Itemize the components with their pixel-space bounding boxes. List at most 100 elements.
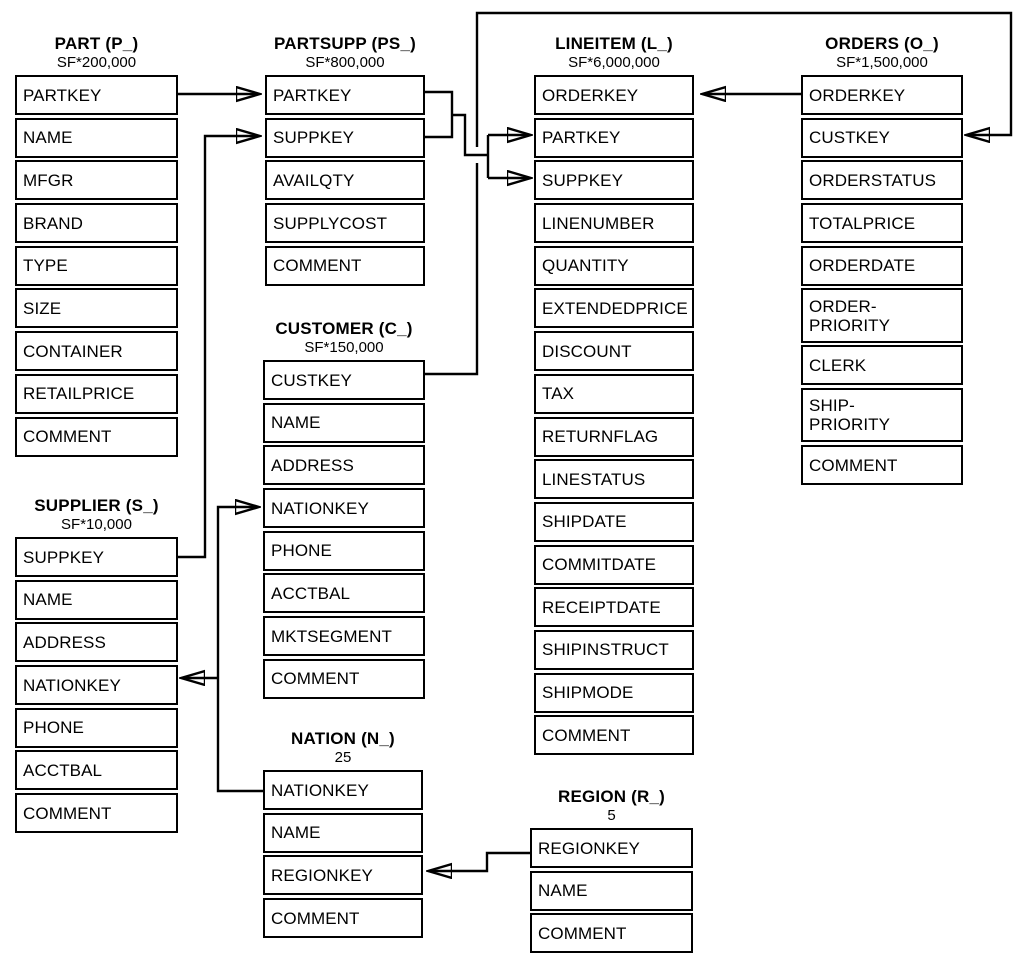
column-comment: COMMENT bbox=[15, 793, 178, 834]
column-quantity: QUANTITY bbox=[534, 245, 694, 286]
wire-supplier-suppkey-to-partsupp bbox=[178, 136, 259, 559]
column-order-priority: ORDER- PRIORITY bbox=[801, 288, 963, 343]
column-partkey: PARTKEY bbox=[15, 75, 178, 115]
column-phone: PHONE bbox=[15, 707, 178, 748]
column-partkey: PARTKEY bbox=[534, 117, 694, 158]
column-address: ADDRESS bbox=[15, 622, 178, 663]
column-name: NAME bbox=[263, 402, 425, 443]
column-comment: COMMENT bbox=[263, 658, 425, 699]
table-header: NATION (N_)25 bbox=[263, 728, 423, 770]
column-supplycost: SUPPLYCOST bbox=[265, 203, 425, 244]
column-comment: COMMENT bbox=[801, 445, 963, 486]
table-cardinality: SF*200,000 bbox=[56, 54, 137, 71]
table-title: PARTSUPP (PS_) bbox=[274, 34, 416, 53]
column-retailprice: RETAILPRICE bbox=[15, 373, 178, 414]
table-cardinality: SF*800,000 bbox=[305, 54, 385, 71]
column-partkey: PARTKEY bbox=[265, 75, 425, 115]
table-cardinality: SF*6,000,000 bbox=[568, 54, 660, 71]
column-comment: COMMENT bbox=[263, 898, 423, 939]
wire-nation-nationkey-to-customer bbox=[216, 507, 263, 793]
column-mfgr: MFGR bbox=[15, 160, 178, 201]
table-title: LINEITEM (L_) bbox=[555, 34, 673, 53]
table-header: CUSTOMER (C_)SF*150,000 bbox=[263, 318, 425, 360]
column-clerk: CLERK bbox=[801, 345, 963, 386]
table-header: LINEITEM (L_)SF*6,000,000 bbox=[534, 33, 694, 75]
column-acctbal: ACCTBAL bbox=[263, 573, 425, 614]
column-shipdate: SHIPDATE bbox=[534, 501, 694, 542]
column-comment: COMMENT bbox=[534, 715, 694, 756]
table-title: SUPPLIER (S_) bbox=[34, 496, 159, 515]
column-address: ADDRESS bbox=[263, 445, 425, 486]
column-orderkey: ORDERKEY bbox=[534, 75, 694, 115]
column-nationkey: NATIONKEY bbox=[15, 665, 178, 706]
column-totalprice: TOTALPRICE bbox=[801, 203, 963, 244]
column-brand: BRAND bbox=[15, 203, 178, 244]
column-availqty: AVAILQTY bbox=[265, 160, 425, 201]
table-cardinality: SF*10,000 bbox=[61, 516, 132, 533]
column-orderstatus: ORDERSTATUS bbox=[801, 160, 963, 201]
column-mktsegment: MKTSEGMENT bbox=[263, 616, 425, 657]
column-custkey: CUSTKEY bbox=[801, 117, 963, 158]
column-name: NAME bbox=[530, 870, 693, 911]
column-comment: COMMENT bbox=[265, 245, 425, 286]
table-header: PARTSUPP (PS_)SF*800,000 bbox=[265, 33, 425, 75]
column-regionkey: REGIONKEY bbox=[530, 828, 693, 868]
column-acctbal: ACCTBAL bbox=[15, 750, 178, 791]
column-shipmode: SHIPMODE bbox=[534, 672, 694, 713]
table-title: PART (P_) bbox=[54, 34, 139, 53]
table-header: REGION (R_)5 bbox=[530, 786, 693, 828]
column-discount: DISCOUNT bbox=[534, 331, 694, 372]
column-ship-priority: SHIP- PRIORITY bbox=[801, 388, 963, 443]
table-cardinality: SF*150,000 bbox=[304, 339, 384, 356]
column-linestatus: LINESTATUS bbox=[534, 459, 694, 500]
column-name: NAME bbox=[263, 812, 423, 853]
column-regionkey: REGIONKEY bbox=[263, 855, 423, 896]
table-header: PART (P_)SF*200,000 bbox=[15, 33, 178, 75]
column-suppkey: SUPPKEY bbox=[534, 160, 694, 201]
column-orderkey: ORDERKEY bbox=[801, 75, 963, 115]
wire-partsupp-exit-pair bbox=[425, 90, 454, 139]
column-type: TYPE bbox=[15, 245, 178, 286]
table-title: ORDERS (O_) bbox=[825, 34, 939, 53]
column-nationkey: NATIONKEY bbox=[263, 770, 423, 810]
column-comment: COMMENT bbox=[15, 416, 178, 457]
column-linenumber: LINENUMBER bbox=[534, 203, 694, 244]
column-orderdate: ORDERDATE bbox=[801, 245, 963, 286]
wire-customer-custkey-to-orders bbox=[475, 11, 1013, 147]
column-commitdate: COMMITDATE bbox=[534, 544, 694, 585]
column-custkey: CUSTKEY bbox=[263, 360, 425, 400]
column-size: SIZE bbox=[15, 288, 178, 329]
column-suppkey: SUPPKEY bbox=[15, 537, 178, 577]
column-container: CONTAINER bbox=[15, 331, 178, 372]
table-header: SUPPLIER (S_)SF*10,000 bbox=[15, 495, 178, 537]
table-header: ORDERS (O_)SF*1,500,000 bbox=[801, 33, 963, 75]
column-name: NAME bbox=[15, 117, 178, 158]
column-phone: PHONE bbox=[263, 530, 425, 571]
column-extendedprice: EXTENDEDPRICE bbox=[534, 288, 694, 329]
column-tax: TAX bbox=[534, 373, 694, 414]
wire-customer-custkey-riser bbox=[425, 163, 479, 376]
column-shipinstruct: SHIPINSTRUCT bbox=[534, 629, 694, 670]
table-cardinality: 5 bbox=[607, 807, 616, 824]
column-nationkey: NATIONKEY bbox=[263, 488, 425, 529]
column-name: NAME bbox=[15, 579, 178, 620]
wire-partsupp-trunk bbox=[452, 113, 488, 157]
